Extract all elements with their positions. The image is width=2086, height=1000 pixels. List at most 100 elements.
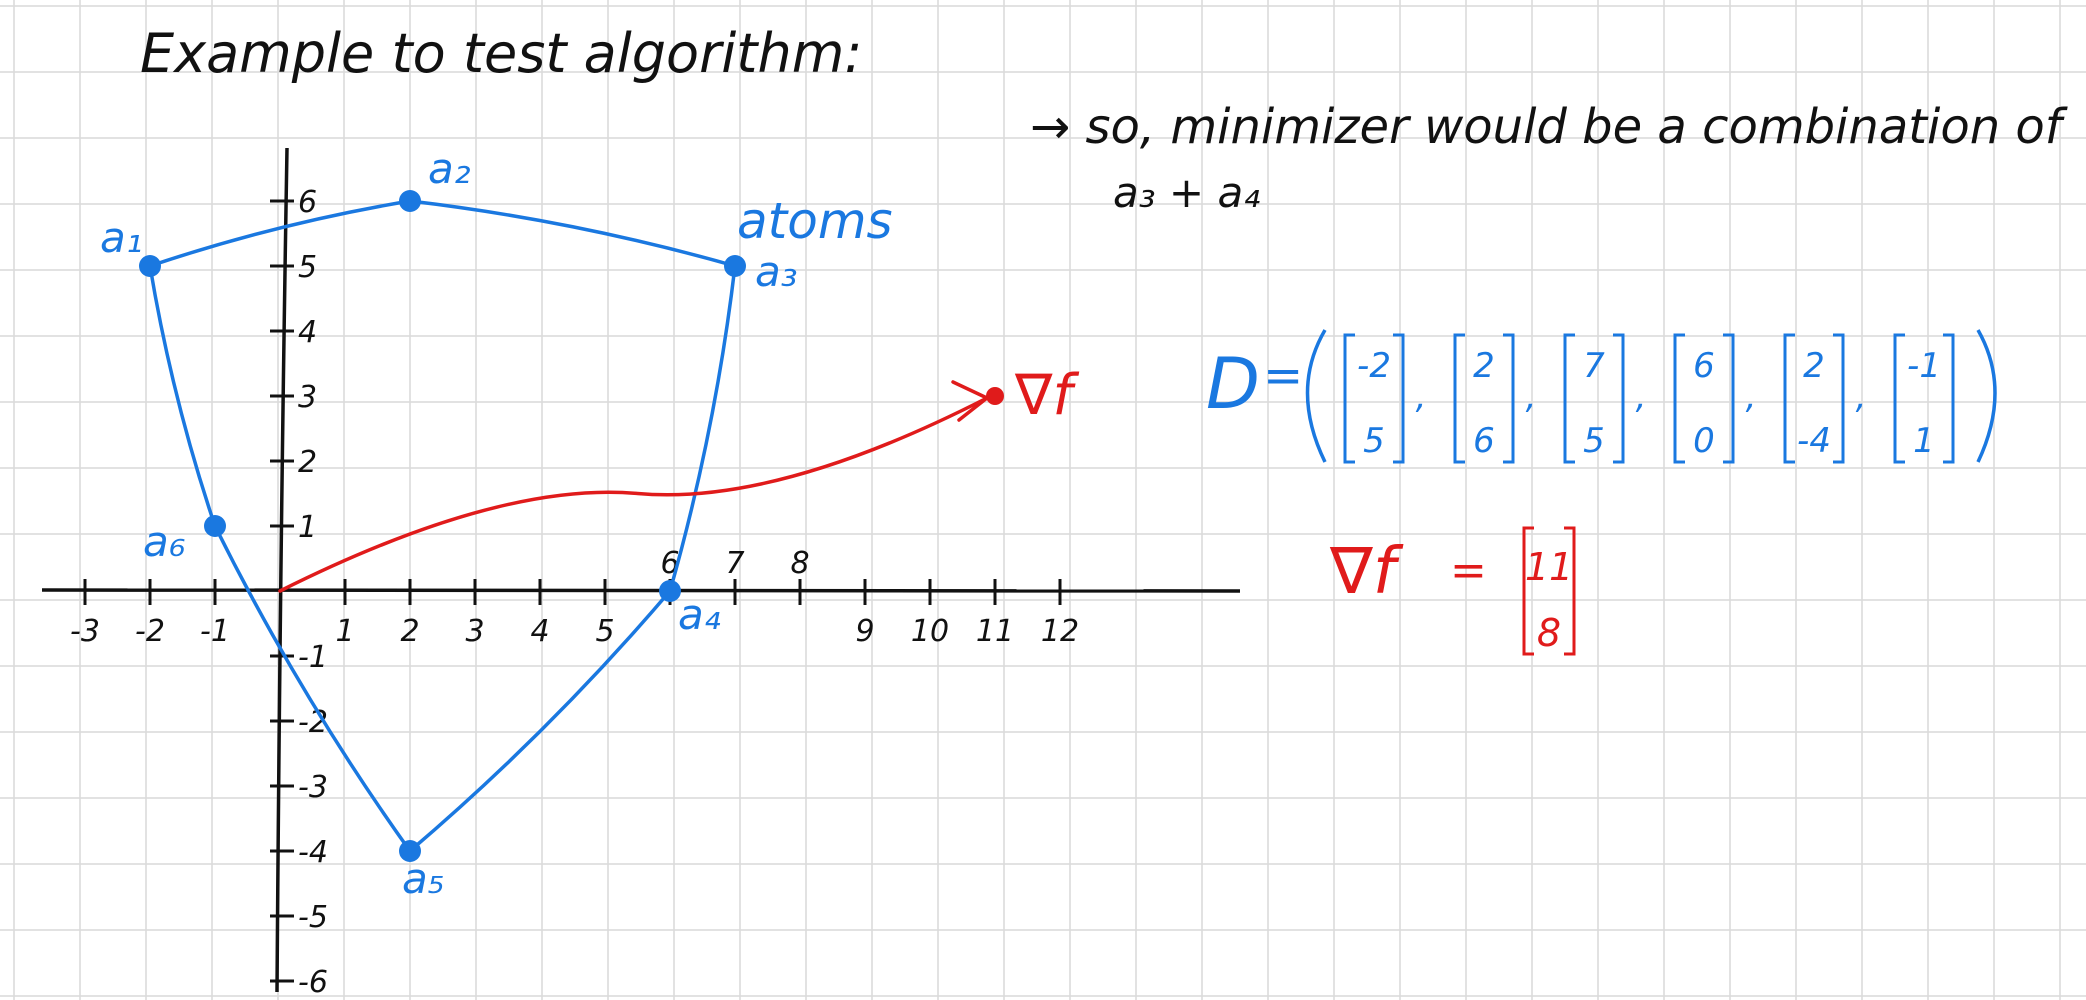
note-line-1: → so, minimizer would be a combination o… <box>1030 99 2068 155</box>
atom-label: a₃ <box>755 247 798 296</box>
atom-points: a₁ a₂ a₃ a₄ a₅ a₆ <box>100 144 798 903</box>
d-column-top-value: 6 <box>1693 346 1715 386</box>
y-tick-label: 3 <box>298 380 317 415</box>
polygon-edge <box>213 524 412 853</box>
y-tick-label: 5 <box>298 250 317 285</box>
d-column-right-bracket <box>1723 333 1735 464</box>
d-column-left-bracket <box>1893 333 1905 464</box>
polygon-edge <box>408 199 737 268</box>
x-tick-label: 11 <box>976 614 1014 649</box>
x-tick-label: 1 <box>335 614 354 649</box>
d-column-right-bracket <box>1503 333 1515 464</box>
gradient-vector-left-bracket <box>1522 526 1534 656</box>
atom-label: a₆ <box>143 517 186 566</box>
x-tick-label: 2 <box>400 614 419 649</box>
x-tick-label: -3 <box>70 614 100 649</box>
note-line-2: a₃ + a₄ <box>1113 168 1260 217</box>
y-tick-label: 2 <box>298 445 317 480</box>
atom-label: a₅ <box>402 854 445 903</box>
d-column-bottom-value: 6 <box>1473 421 1495 461</box>
x-tick-label: 10 <box>911 614 949 649</box>
d-column-top-value: 2 <box>1473 346 1495 386</box>
d-matrix-name: D <box>1206 343 1260 425</box>
x-axis <box>41 588 1241 594</box>
d-column-right-bracket <box>1393 333 1405 464</box>
atom-point <box>399 840 421 862</box>
gradient-line <box>278 397 987 593</box>
atoms-polygon <box>148 199 737 853</box>
y-tick-label: 6 <box>298 185 317 220</box>
d-column-left-bracket <box>1563 333 1575 464</box>
gradient-vector-top-value: 11 <box>1525 545 1573 589</box>
d-column-top-value: -1 <box>1907 346 1941 386</box>
d-column-right-bracket <box>1943 333 1955 464</box>
x-tick-label: 8 <box>790 546 809 581</box>
d-column-bottom-value: 0 <box>1693 421 1715 461</box>
x-tick-label: 4 <box>530 614 549 649</box>
d-matrix-right-paren <box>1976 329 1997 463</box>
atom-label: a₁ <box>100 213 143 262</box>
d-matrix-left-paren <box>1305 329 1327 463</box>
gradient-vector-equals: = <box>1450 545 1487 596</box>
x-tick-label: 3 <box>465 614 484 649</box>
d-column-bottom-value: -4 <box>1797 421 1831 461</box>
y-tick-label: -6 <box>298 965 328 1000</box>
d-column-top-value: 2 <box>1803 346 1825 386</box>
atom-point <box>724 255 746 277</box>
atom-point <box>399 190 421 212</box>
y-tick-label: -1 <box>298 640 328 675</box>
polygon-edge <box>668 264 737 593</box>
y-tick-label: 1 <box>298 510 317 545</box>
gradient-vector-name: ∇f <box>1329 535 1404 609</box>
gradient-vector: ∇f = 11 8 <box>1329 526 1576 656</box>
gradient-vector-bottom-value: 8 <box>1537 611 1561 655</box>
x-tick-label: 7 <box>725 546 744 581</box>
d-column-left-bracket <box>1343 333 1355 464</box>
y-tick-label: -5 <box>298 900 328 935</box>
x-tick-label: 12 <box>1041 614 1079 649</box>
x-tick-label: -1 <box>200 614 230 649</box>
x-tick-label: -2 <box>135 614 165 649</box>
gradient-label: ∇f <box>1014 363 1079 428</box>
d-column-bottom-value: 5 <box>1363 421 1385 461</box>
d-matrix-columns: -25,26,75,60,2-4,-11 <box>1343 333 1955 464</box>
atom-point <box>204 515 226 537</box>
atoms-label: atoms <box>737 192 893 250</box>
polygon-edge <box>408 589 672 853</box>
gradient-arrow: ∇f <box>278 363 1079 593</box>
atom-label: a₂ <box>428 144 471 193</box>
d-column-right-bracket <box>1833 333 1845 464</box>
atom-label: a₄ <box>678 590 721 639</box>
d-column-comma: , <box>1746 377 1757 417</box>
d-matrix-equals: = <box>1263 348 1303 404</box>
y-tick-label: 4 <box>298 315 317 350</box>
d-column-bottom-value: 5 <box>1583 421 1605 461</box>
d-column-comma: , <box>1416 377 1427 417</box>
d-matrix: D = -25,26,75,60,2-4,-11 <box>1206 329 1997 464</box>
coordinate-axes <box>41 147 1241 993</box>
d-column-comma: , <box>1856 377 1867 417</box>
polygon-edge <box>148 199 412 268</box>
page-title: Example to test algorithm: <box>140 22 863 85</box>
gradient-point <box>986 387 1004 405</box>
y-tick-label: -4 <box>298 835 328 870</box>
d-column-left-bracket <box>1453 333 1465 464</box>
d-column-comma: , <box>1526 377 1537 417</box>
y-tick-label: -3 <box>298 770 328 805</box>
polygon-edge <box>148 264 217 528</box>
x-tick-label: 5 <box>595 614 614 649</box>
d-column-bottom-value: 1 <box>1913 421 1935 461</box>
x-tick-label: 9 <box>855 614 874 649</box>
d-column-top-value: 7 <box>1583 346 1605 386</box>
gradient-vector-body: 11 8 <box>1522 526 1576 656</box>
atom-point <box>659 580 681 602</box>
d-column-left-bracket <box>1783 333 1795 464</box>
gradient-vector-right-bracket <box>1564 526 1576 656</box>
d-column-left-bracket <box>1673 333 1685 464</box>
atom-point <box>139 255 161 277</box>
d-column-top-value: -2 <box>1357 346 1391 386</box>
